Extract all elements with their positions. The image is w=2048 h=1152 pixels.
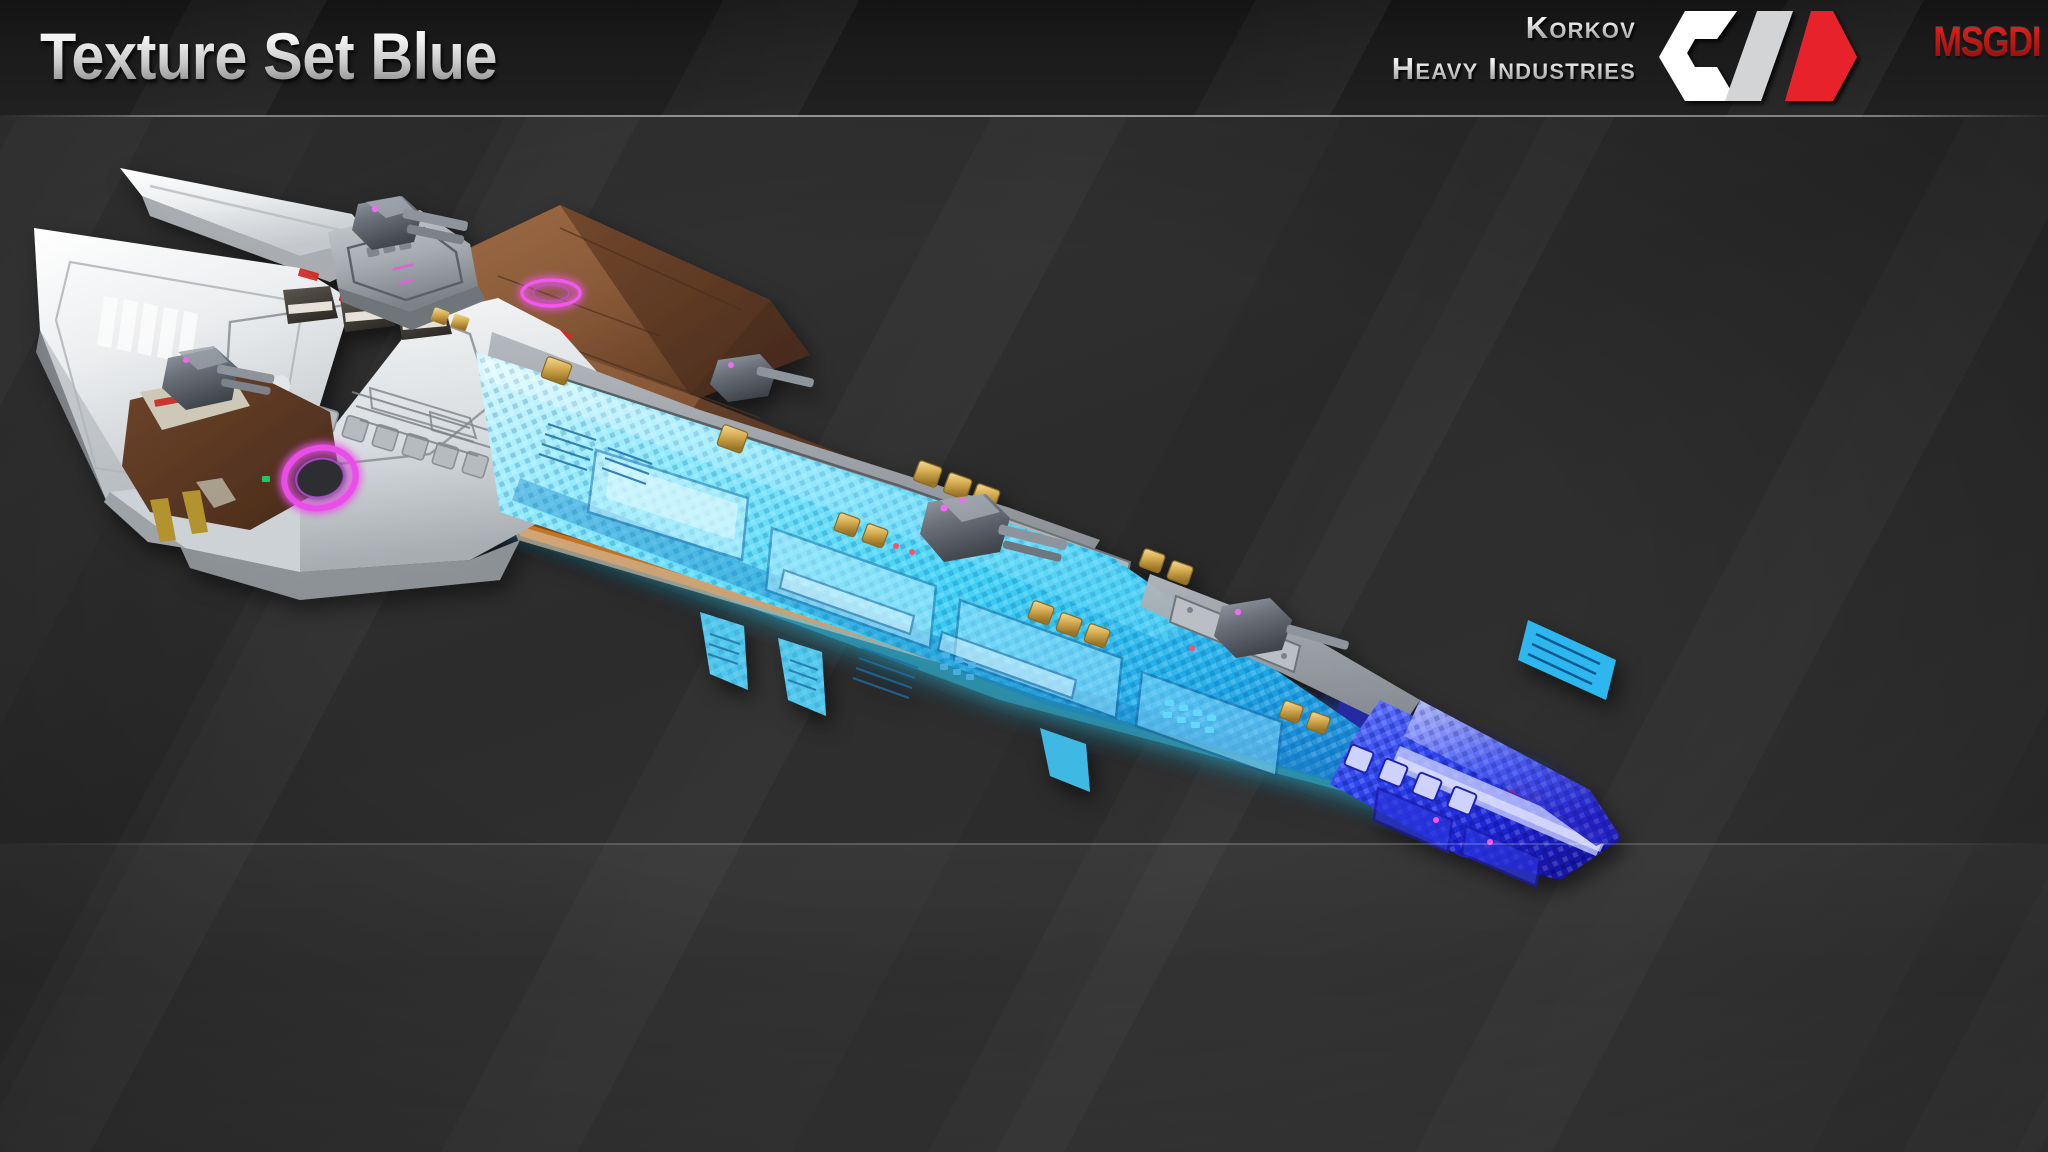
aft-gray-section (1140, 574, 1420, 730)
studio-logo-text: MSGDI (1933, 16, 2041, 68)
header-divider (0, 115, 2048, 117)
cyan-hull-grid (476, 352, 1460, 816)
brand-line-1: Korkov (1336, 8, 1636, 48)
hook-mark (1659, 11, 1737, 101)
hull-vents (538, 422, 653, 486)
korkov-heavy-industries-logo (1633, 5, 1873, 108)
hull-dot-matrix (940, 652, 976, 680)
footer-divider (0, 843, 2048, 845)
hull-vents (852, 646, 919, 700)
hull-status-lights (1433, 817, 1493, 845)
hull-status-lights (893, 543, 1195, 651)
hexagon-mark (1785, 11, 1857, 101)
magenta-ring-bow (281, 444, 359, 512)
hull-panel (1134, 670, 1284, 778)
turret[interactable] (352, 196, 469, 250)
turret[interactable] (920, 494, 1068, 562)
gold-cargo-blocks (430, 307, 470, 332)
stern-buttons (1343, 743, 1478, 816)
stern-blue-block (1330, 620, 1620, 888)
slash-mark (1725, 11, 1793, 101)
turret[interactable] (162, 346, 275, 410)
bridge-superstructure (328, 196, 486, 332)
hull-dot-matrix (1163, 700, 1216, 733)
hull-fins (700, 612, 1090, 792)
turret[interactable] (710, 354, 815, 402)
page-title: Texture Set Blue (40, 14, 498, 98)
stern-vent (1518, 620, 1616, 700)
brand-block: Korkov Heavy Industries (1336, 8, 1636, 90)
background-lower-band (0, 845, 2048, 1152)
stern-upper-extension (1404, 700, 1620, 846)
brand-line-2: Heavy Industries (1336, 48, 1636, 90)
turret[interactable] (1214, 598, 1350, 658)
magenta-ring-dorsal (520, 278, 582, 308)
